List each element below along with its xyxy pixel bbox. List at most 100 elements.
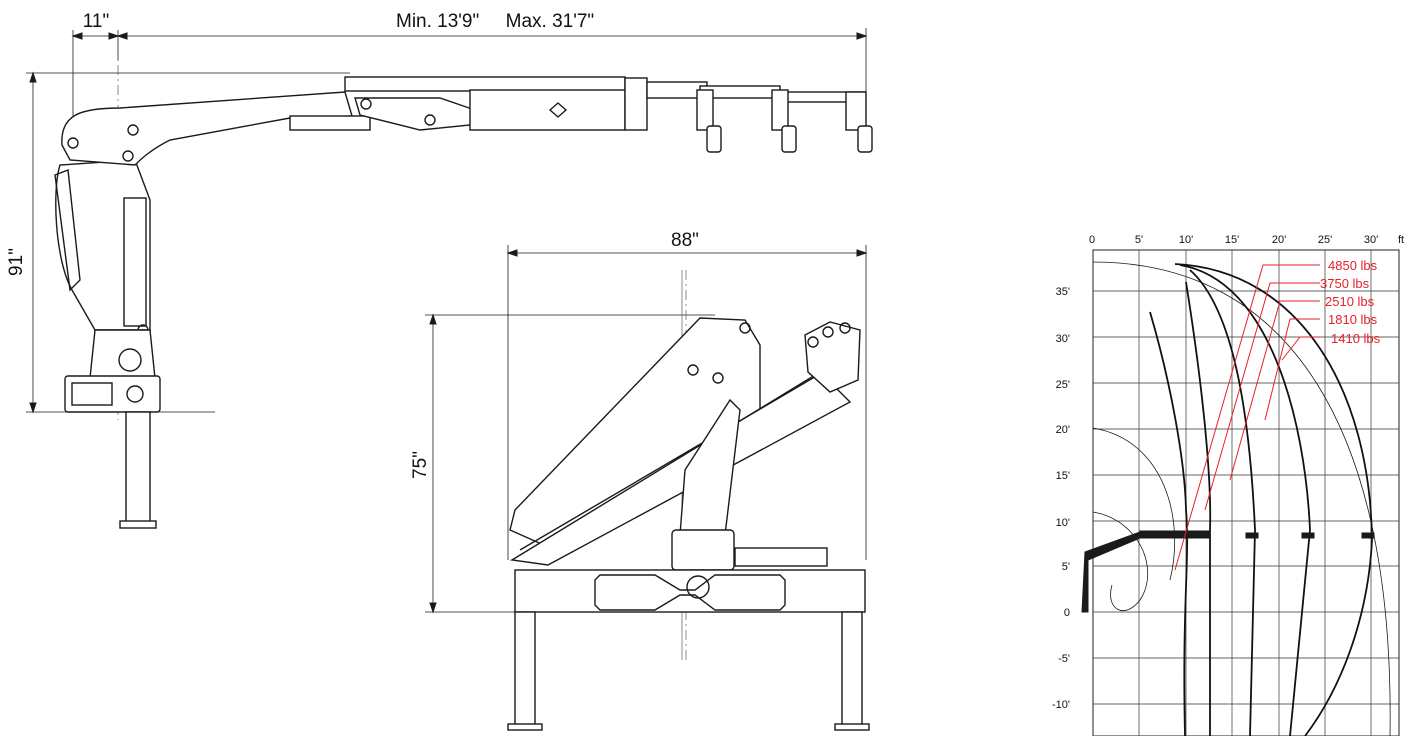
boom-tip (1301, 532, 1315, 539)
x-tick-label: 0 (1089, 234, 1095, 246)
height-dimension: 75" (410, 451, 431, 479)
extension-1 (624, 77, 648, 131)
pin (687, 364, 699, 376)
boom-marker (548, 102, 568, 118)
foot (507, 723, 543, 731)
knuckle (354, 97, 476, 131)
leader-line (1281, 336, 1320, 361)
x-tick-label: 5' (1135, 234, 1143, 246)
boom-tip (1361, 532, 1375, 539)
arrow (71, 32, 83, 40)
side-view: 11" Min. 13'9" Max. 31'7" 91" (6, 11, 873, 529)
column-plate (54, 169, 81, 292)
arrow (429, 313, 437, 325)
pin (424, 114, 436, 126)
capacity-label: 1810 lbs (1328, 312, 1378, 327)
outer-reach-arc (1092, 261, 1391, 737)
load-chart: 0 5' 10' 15' 20' 25' 30' ft 35' 30' 25' … (1052, 234, 1404, 737)
stabilizer-foot (119, 520, 157, 529)
leader-line (1264, 318, 1320, 421)
arrow (116, 32, 128, 40)
leader-line (1174, 264, 1320, 571)
reach-dimension: Min. 13'9" Max. 31'7" (396, 11, 594, 32)
y-tick-label: 35' (1056, 286, 1070, 298)
stabilizer-leg-left (514, 611, 536, 727)
y-tick-label: 5' (1062, 561, 1070, 573)
leader-line (1204, 282, 1320, 511)
capacity-curve (1185, 281, 1212, 736)
y-tick-label: 20' (1056, 424, 1070, 436)
capacity-label: 4850 lbs (1328, 258, 1378, 273)
capacity-label: 1410 lbs (1331, 331, 1381, 346)
arrow (856, 249, 868, 257)
capacity-curve (1149, 311, 1189, 737)
cylinder-rod (734, 547, 828, 567)
x-tick-label: 15' (1225, 234, 1239, 246)
capacity-curve (1189, 269, 1256, 737)
x-tick-label: 10' (1179, 234, 1193, 246)
capacity-curve (1179, 264, 1311, 737)
arrow (506, 249, 518, 257)
pin (122, 150, 134, 162)
slew-housing (671, 529, 735, 571)
slew-motor (118, 348, 142, 372)
pin (712, 372, 724, 384)
pin (67, 137, 79, 149)
arrow (29, 402, 37, 414)
frame-detail (594, 574, 786, 611)
pin (360, 98, 372, 110)
pin (739, 322, 751, 334)
boom-tip (1245, 532, 1259, 539)
main-cylinder (123, 197, 147, 327)
boom-outline (1081, 531, 1211, 613)
ext-head (696, 89, 714, 131)
foot (834, 723, 870, 731)
y-tick-label: -10' (1052, 699, 1070, 711)
x-tick-label: 20' (1272, 234, 1286, 246)
column (679, 398, 741, 536)
y-tick-label: 0 (1064, 607, 1070, 619)
frame-detail (686, 575, 710, 599)
y-tick-label: 15' (1056, 470, 1070, 482)
pin (807, 336, 819, 348)
x-unit-label: ft (1398, 234, 1404, 246)
hook-bracket (706, 125, 722, 153)
boom-edge (519, 367, 831, 551)
capacity-curve (1174, 263, 1373, 737)
boom-head (804, 321, 861, 393)
ext-head (845, 91, 867, 131)
pin (127, 124, 139, 136)
y-tick-label: -5' (1058, 653, 1070, 665)
x-tick-label: 25' (1318, 234, 1332, 246)
offset-dimension: 11" (83, 11, 109, 32)
arrow (856, 32, 868, 40)
leader-line (1229, 300, 1320, 481)
arrow (29, 71, 37, 83)
inner-reach-arc (1092, 511, 1149, 611)
arrow (108, 32, 120, 40)
capacity-label: 3750 lbs (1320, 276, 1370, 291)
front-view: 88" 75" (410, 230, 870, 731)
pin (839, 322, 851, 334)
height-dimension: 91" (6, 248, 27, 276)
stabilizer-leg-right (841, 611, 863, 727)
boom-cylinder (289, 115, 371, 131)
outer-boom-top (344, 76, 626, 92)
inner-reach-arc (1092, 427, 1176, 581)
ext-head (771, 89, 789, 131)
pin (822, 326, 834, 338)
hook-bracket (857, 125, 873, 153)
width-dimension: 88" (671, 230, 699, 251)
capacity-label: 2510 lbs (1325, 294, 1375, 309)
outer-boom (469, 89, 626, 131)
hook-bracket (781, 125, 797, 153)
y-tick-label: 25' (1056, 379, 1070, 391)
capacity-leaders (1174, 264, 1320, 571)
base-detail (71, 382, 113, 406)
y-tick-label: 30' (1056, 333, 1070, 345)
x-tick-label: 30' (1364, 234, 1378, 246)
base-detail (126, 385, 144, 403)
base-frame (514, 569, 866, 613)
